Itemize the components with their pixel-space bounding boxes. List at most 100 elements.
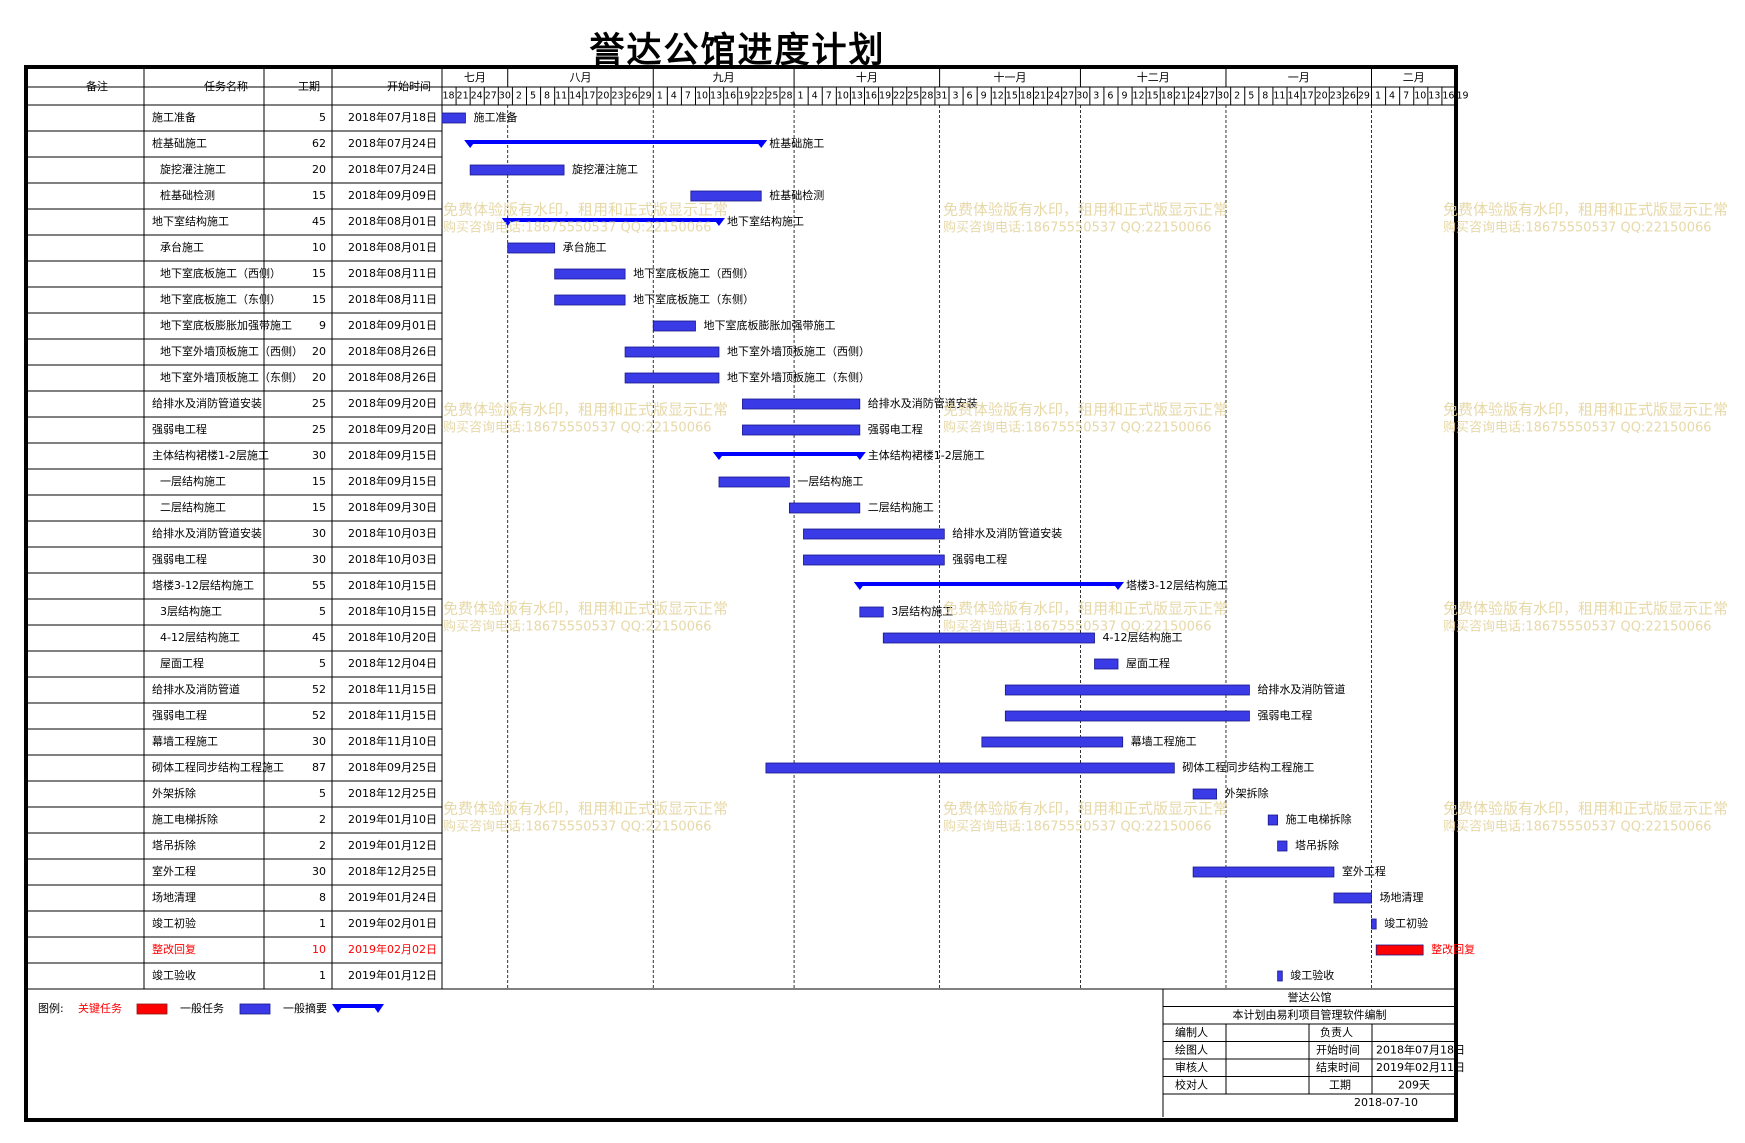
task-duration: 55 — [312, 579, 326, 592]
timeline-day-label: 21 — [1034, 91, 1046, 102]
watermark-text: 免费体验版有水印，租用和正式版显示正常 — [443, 800, 728, 818]
timeline-month-label: 十二月 — [1137, 70, 1170, 84]
timeline-day-label: 14 — [569, 91, 581, 102]
timeline-day-label: 1 — [798, 91, 804, 102]
task-bar-label: 桩基础施工 — [769, 136, 824, 150]
watermark-text: 购买咨询电话:18675550537 QQ:22150066 — [943, 619, 1212, 635]
task-duration: 2 — [319, 839, 326, 852]
timeline-day-label: 19 — [879, 91, 891, 102]
task-bar — [859, 606, 884, 618]
timeline-day-label: 3 — [1093, 91, 1099, 102]
task-bar — [788, 502, 861, 514]
legend-normal-swatch — [239, 1003, 271, 1015]
task-name: 强弱电工程 — [152, 423, 207, 436]
task-name: 给排水及消防管道安装 — [152, 396, 262, 410]
timeline-day-label: 18 — [1161, 91, 1173, 102]
task-bar — [1371, 918, 1377, 930]
header-start: 开始时间 — [387, 79, 431, 93]
timeline-day-label: 26 — [626, 91, 638, 102]
summary-bar — [470, 140, 762, 144]
summary-bar — [718, 452, 860, 456]
timeline-day-label: 27 — [485, 91, 497, 102]
infobox-duration-value: 209天 — [1398, 1078, 1430, 1091]
task-bar-label: 塔楼3-12层结构施工 — [1126, 578, 1228, 592]
task-bar — [507, 242, 556, 254]
infobox-compiler-label: 编制人 — [1175, 1025, 1208, 1039]
timeline-day-label: 23 — [611, 91, 623, 102]
timeline-day-label: 14 — [1287, 91, 1299, 102]
task-duration: 25 — [312, 397, 326, 410]
critical-task-bar — [1375, 944, 1424, 956]
timeline-day-label: 5 — [1248, 91, 1254, 102]
timeline-month-label: 八月 — [569, 71, 591, 84]
task-bar — [1094, 658, 1119, 670]
timeline-day-label: 13 — [710, 91, 722, 102]
task-name: 给排水及消防管道安装 — [152, 526, 262, 540]
watermark-text: 免费体验版有水印，租用和正式版显示正常 — [1443, 201, 1728, 219]
task-bar-label: 场地清理 — [1380, 890, 1424, 904]
header-task-name: 任务名称 — [204, 79, 248, 93]
task-name: 3层结构施工 — [160, 604, 222, 618]
task-start-date: 2018年09月15日 — [348, 448, 437, 462]
task-bar-label: 给排水及消防管道 — [1257, 682, 1345, 696]
task-bar-label: 整改回复 — [1431, 942, 1475, 956]
task-bar-label: 幕墙工程施工 — [1131, 734, 1197, 748]
task-start-date: 2019年01月24日 — [348, 890, 437, 904]
task-start-date: 2018年11月15日 — [348, 708, 437, 722]
task-bar-label: 地下室结构施工 — [727, 214, 804, 228]
task-start-date: 2018年10月15日 — [348, 578, 437, 592]
task-start-date: 2019年02月01日 — [348, 916, 437, 930]
watermark-text: 购买咨询电话:18675550537 QQ:22150066 — [1443, 420, 1712, 436]
task-bar-label: 主体结构裙楼1-2层施工 — [868, 448, 985, 462]
timeline-day-label: 31 — [935, 91, 947, 102]
task-start-date: 2018年11月15日 — [348, 682, 437, 696]
task-bar — [624, 346, 720, 358]
task-duration: 5 — [319, 787, 326, 800]
timeline-month-label: 十月 — [856, 70, 878, 84]
timeline-month-label: 十一月 — [994, 70, 1027, 84]
task-bar — [624, 372, 720, 384]
task-start-date: 2018年12月25日 — [348, 786, 437, 800]
watermark-text: 购买咨询电话:18675550537 QQ:22150066 — [1443, 619, 1712, 635]
summary-bar-start-cap — [501, 218, 514, 226]
task-bar-label: 3层结构施工 — [891, 604, 953, 618]
task-name: 地下室结构施工 — [152, 214, 229, 228]
timeline-day-label: 21 — [457, 91, 469, 102]
task-start-date: 2018年10月15日 — [348, 604, 437, 618]
task-duration: 10 — [312, 241, 326, 254]
task-name: 外架拆除 — [152, 786, 196, 800]
timeline-day-label: 29 — [640, 91, 652, 102]
task-name: 一层结构施工 — [160, 474, 226, 488]
task-bar-label: 强弱电工程 — [1257, 709, 1312, 722]
timeline-day-label: 30 — [1076, 91, 1088, 102]
task-duration: 10 — [312, 943, 326, 956]
legend-title: 图例: — [38, 1001, 64, 1015]
watermark-text: 免费体验版有水印，租用和正式版显示正常 — [1443, 800, 1728, 818]
task-start-date: 2018年08月01日 — [348, 240, 437, 254]
timeline-day-label: 10 — [1414, 91, 1426, 102]
timeline-day-label: 3 — [952, 91, 958, 102]
task-duration: 2 — [319, 813, 326, 826]
task-name: 二层结构施工 — [160, 500, 226, 514]
task-duration: 52 — [312, 709, 326, 722]
timeline-day-label: 19 — [738, 91, 750, 102]
task-bar — [690, 190, 762, 202]
task-bar — [1277, 970, 1283, 982]
timeline-day-label: 7 — [1403, 91, 1409, 102]
task-duration: 30 — [312, 553, 326, 566]
task-name: 室外工程 — [152, 864, 196, 878]
summary-bar-end-cap — [853, 452, 866, 460]
watermark-text: 免费体验版有水印，租用和正式版显示正常 — [1443, 600, 1728, 618]
task-duration: 15 — [312, 475, 326, 488]
task-bar — [1192, 866, 1335, 878]
watermark-text: 免费体验版有水印，租用和正式版显示正常 — [1443, 401, 1728, 419]
task-start-date: 2018年10月03日 — [348, 526, 437, 540]
task-duration: 52 — [312, 683, 326, 696]
timeline-day-label: 16 — [865, 91, 877, 102]
timeline-day-label: 2 — [516, 91, 522, 102]
timeline-day-label: 25 — [907, 91, 919, 102]
task-start-date: 2018年10月20日 — [348, 630, 437, 644]
task-bar — [1267, 814, 1279, 826]
task-start-date: 2018年09月09日 — [348, 188, 437, 202]
